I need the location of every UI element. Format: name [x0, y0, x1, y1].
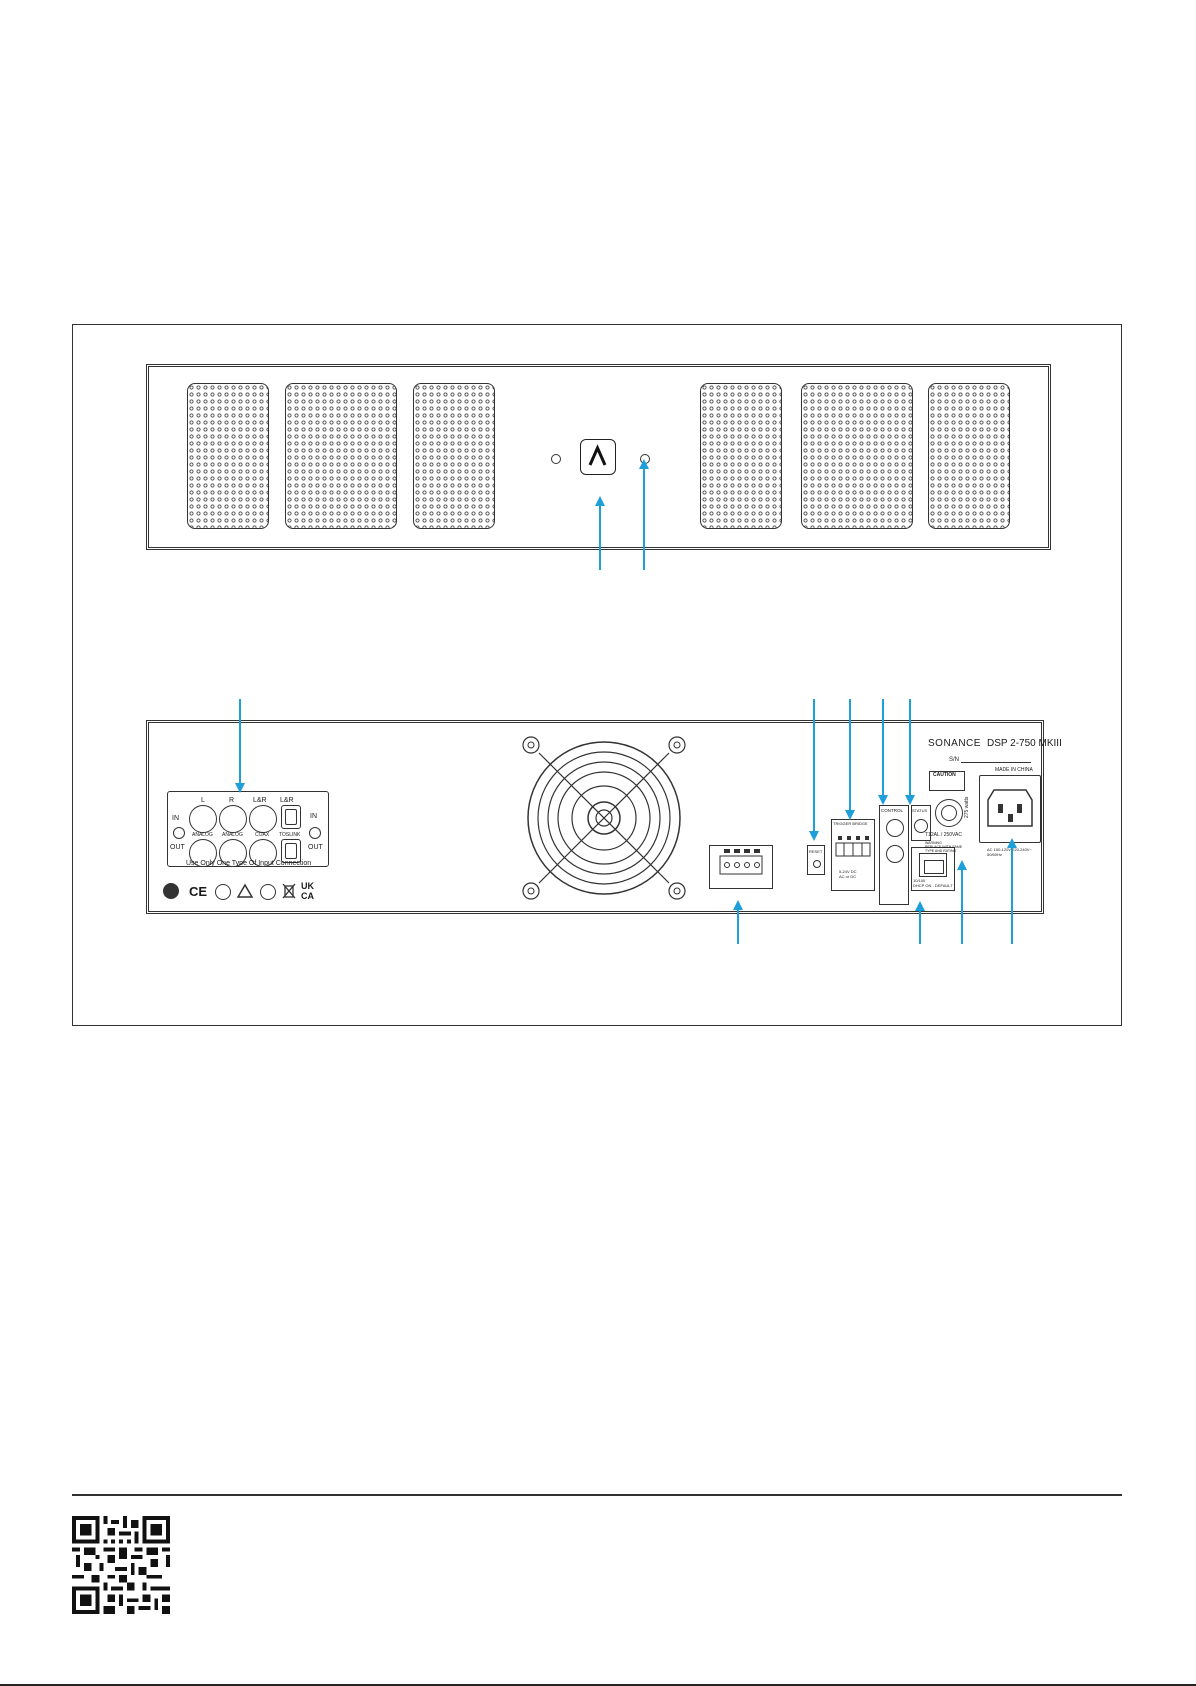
diagram-frame	[72, 324, 1122, 1026]
control-jack-1[interactable]	[886, 819, 904, 837]
input-notice: Use Only One Type Of Input Connection	[186, 860, 312, 867]
ce-mark: CE	[189, 884, 208, 899]
front-grille-2	[285, 383, 397, 529]
ukca-mark-1: UK	[301, 881, 314, 891]
label-out-right: OUT	[308, 844, 323, 851]
speaker-output-terminal[interactable]	[709, 845, 773, 889]
model-name: DSP 2-750 MKIII	[987, 738, 1062, 749]
label-analog-1: ANALOG	[192, 832, 213, 838]
serial-label: S/N	[949, 757, 960, 763]
sonance-logo-icon[interactable]	[580, 439, 616, 475]
fuse-holder[interactable]	[935, 799, 963, 827]
weee-bin-icon	[282, 883, 296, 906]
fan-icon	[519, 733, 689, 908]
analog-out-right-jack[interactable]	[219, 839, 247, 867]
bottom-rule	[0, 1684, 1196, 1686]
caution-title: CAUTION	[933, 772, 956, 778]
reset-button[interactable]	[813, 860, 821, 868]
label-coax: COAX	[255, 832, 270, 838]
lan-label: 10/100 DHCP ON - DEFAULT	[913, 878, 953, 888]
label-in-right: IN	[310, 813, 317, 820]
front-grille-6	[928, 383, 1010, 529]
status-label: STATUS	[912, 808, 928, 813]
label-r: R	[229, 797, 235, 804]
front-grille-4	[700, 383, 782, 529]
ground-icon	[309, 827, 321, 839]
rcm-mark-icon	[215, 884, 231, 900]
label-analog-2: ANALOG	[222, 832, 243, 838]
analog-out-left-jack[interactable]	[189, 839, 217, 867]
label-in-left: IN	[172, 815, 179, 822]
label-lr-coax: L&R	[253, 797, 267, 804]
front-grille-5	[801, 383, 913, 529]
coax-in-jack[interactable]	[249, 805, 277, 833]
coax-out-jack[interactable]	[249, 839, 277, 867]
warning-triangle-icon	[236, 883, 254, 904]
lan-block	[911, 847, 955, 891]
control-label: CONTROL	[881, 808, 904, 813]
trigger-terminal[interactable]	[835, 835, 871, 857]
brand-name: SONANCE	[928, 738, 981, 749]
serial-line	[961, 762, 1031, 763]
analog-in-left-jack[interactable]	[189, 805, 217, 833]
etl-mark-icon	[163, 883, 179, 899]
iec-power-inlet-icon[interactable]	[979, 775, 1041, 843]
fuse-note: WARNING REPLACE WITH SAME TYPE AND RATIN…	[925, 841, 963, 854]
label-toslink: TOSLINK	[279, 832, 301, 838]
rear-panel: L R L&R L&R IN OUT IN OUT ANALOG ANALOG …	[146, 720, 1062, 914]
front-grille-1	[187, 383, 269, 529]
ethernet-port[interactable]	[919, 853, 947, 877]
label-l: L	[201, 797, 205, 804]
reset-label: RESET	[809, 849, 823, 854]
toslink-in-port[interactable]	[281, 805, 301, 829]
trigger-header: TRIGGER BRIDGE	[833, 821, 868, 826]
ukca-mark-2: CA	[301, 891, 314, 901]
ground-icon	[173, 827, 185, 839]
fuse-rating: T12AL / 250VAC	[925, 832, 962, 838]
analog-in-right-jack[interactable]	[219, 805, 247, 833]
status-jack[interactable]	[914, 819, 928, 833]
check-mark-icon	[260, 884, 276, 900]
made-in-label: MADE IN CHINA	[995, 767, 1033, 773]
toslink-out-port[interactable]	[281, 839, 301, 863]
qr-code-icon[interactable]	[72, 1516, 170, 1614]
caution-label-box	[929, 771, 965, 791]
front-indicator-left	[551, 454, 561, 464]
footer-rule	[72, 1494, 1122, 1496]
label-out-left: OUT	[170, 844, 185, 851]
front-panel	[146, 364, 1051, 550]
ac-rating: AC 100-120V/220-240V~ 50/60Hz	[987, 847, 1032, 858]
front-grille-3	[413, 383, 495, 529]
trigger-foot: 5-24V DC AC or DC	[839, 869, 857, 880]
watts-label: 275 watts	[964, 796, 970, 818]
control-jack-2[interactable]	[886, 845, 904, 863]
label-lr-optical: L&R	[280, 797, 294, 804]
